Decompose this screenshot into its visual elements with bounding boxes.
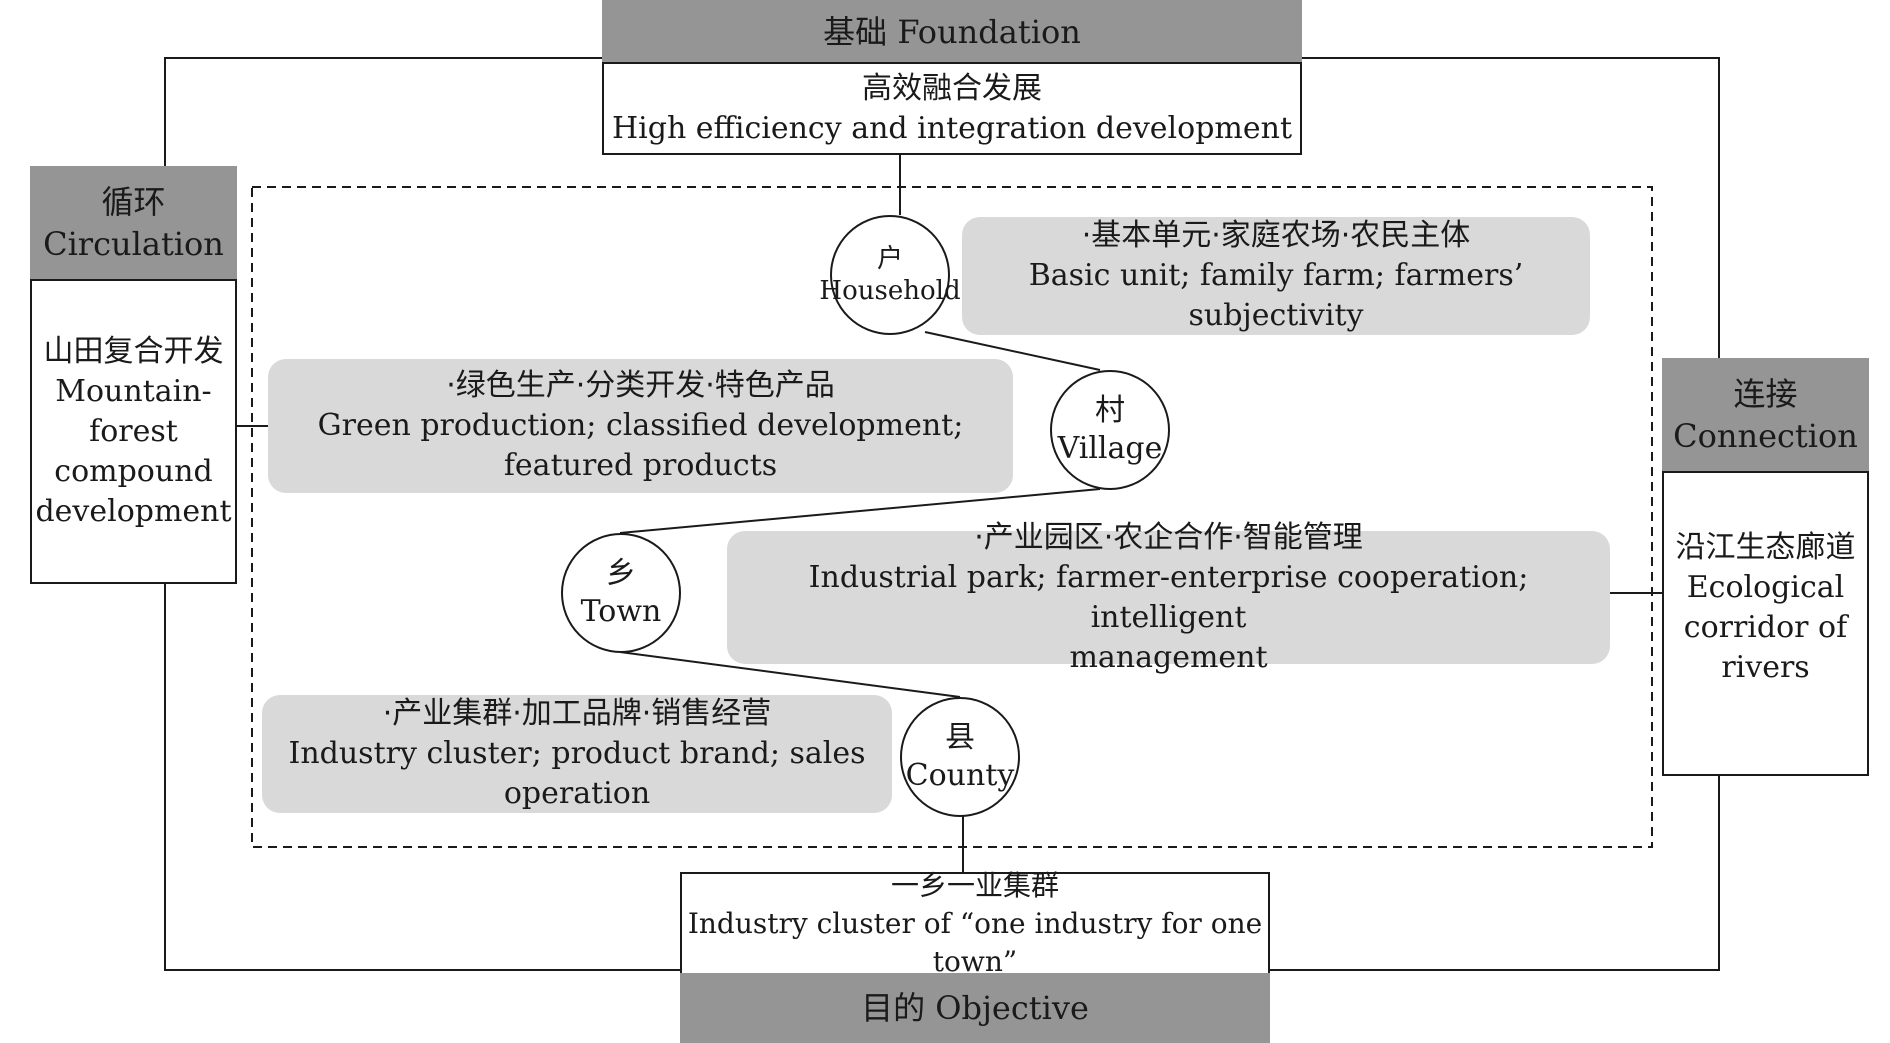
town-description: ·产业园区·农企合作·智能管理 Industrial park; farmer-… xyxy=(727,520,1610,675)
foundation-zh: 高效融合发展 xyxy=(862,70,1042,106)
town-node-zh: 乡 xyxy=(606,556,636,591)
connection-zh: 沿江生态廊道 xyxy=(1675,530,1856,565)
circulation-en-line: forest xyxy=(89,413,178,449)
objective-header: 目的 Objective xyxy=(680,973,1270,1043)
household-village-connector xyxy=(924,331,1101,371)
connection-en-line: Ecological xyxy=(1686,570,1845,605)
town-description-zh: ·产业园区·农企合作·智能管理 xyxy=(974,519,1363,555)
circulation-zh: 山田复合开发 xyxy=(43,333,224,369)
objective-header-label: 目的 Objective xyxy=(861,989,1089,1027)
foundation-header: 基础 Foundation xyxy=(602,0,1302,63)
circulation-header-en: Circulation xyxy=(43,225,224,263)
objective-box: 一乡一业集群 Industry cluster of “one industry… xyxy=(680,869,1270,978)
village-node: 村 Village xyxy=(1050,370,1170,490)
town-node: 乡 Town xyxy=(561,533,681,653)
village-town-connector xyxy=(619,488,1101,534)
circulation-en-line: compound xyxy=(54,453,213,489)
town-county-connector xyxy=(619,651,961,698)
connection-en-line: corridor of xyxy=(1683,610,1848,645)
village-description: ·绿色生产·分类开发·特色产品 Green production; classi… xyxy=(268,359,1013,493)
circulation-box: 山田复合开发 Mountain- forest compound develop… xyxy=(30,279,237,584)
connection-header-en: Connection xyxy=(1673,417,1858,455)
household-node-zh: 户 xyxy=(876,244,903,274)
circulation-en-line: Mountain- xyxy=(55,373,212,409)
foundation-header-label: 基础 Foundation xyxy=(823,12,1081,51)
foundation-box: 高效融合发展 High efficiency and integration d… xyxy=(602,62,1302,155)
household-node-en: Household xyxy=(819,276,961,306)
connection-header-zh: 连接 xyxy=(1733,375,1798,413)
objective-zh: 一乡一业集群 xyxy=(890,868,1059,902)
household-node: 户 Household xyxy=(819,215,961,335)
town-description-en: management xyxy=(1069,639,1268,675)
village-node-en: Village xyxy=(1057,431,1163,466)
circulation-header-zh: 循环 xyxy=(101,183,166,221)
household-description-zh: ·基本单元·家庭农场·农民主体 xyxy=(1081,218,1471,253)
village-description-en: featured products xyxy=(503,448,778,483)
connection-header: 连接 Connection xyxy=(1662,358,1869,472)
objective-en: Industry cluster of “one industry for on… xyxy=(687,906,1263,978)
county-node-zh: 县 xyxy=(945,720,975,755)
household-description-en: Basic unit; family farm; farmers’ subjec… xyxy=(1028,258,1524,333)
town-description-en: Industrial park; farmer-enterprise coope… xyxy=(808,559,1529,635)
village-description-en: Green production; classified development… xyxy=(317,408,964,443)
county-node: 县 County xyxy=(900,697,1020,817)
circulation-en-line: development xyxy=(35,493,232,529)
foundation-en: High efficiency and integration developm… xyxy=(611,110,1292,146)
county-description: ·产业集群·加工品牌·销售经营 Industry cluster; produc… xyxy=(262,695,892,813)
county-node-en: County xyxy=(905,758,1015,793)
county-description-en: Industry cluster; product brand; sales o… xyxy=(288,736,866,811)
village-description-zh: ·绿色生产·分类开发·特色产品 xyxy=(446,368,835,403)
connection-box: 沿江生态廊道 Ecological corridor of rivers xyxy=(1662,471,1869,776)
outer-frame xyxy=(164,57,1720,971)
village-node-zh: 村 xyxy=(1095,393,1125,428)
town-node-en: Town xyxy=(580,594,662,629)
dashed-frame xyxy=(251,186,1653,848)
circulation-header: 循环 Circulation xyxy=(30,166,237,280)
county-description-zh: ·产业集群·加工品牌·销售经营 xyxy=(382,696,772,731)
connection-en-line: rivers xyxy=(1721,650,1810,685)
household-description: ·基本单元·家庭农场·农民主体 Basic unit; family farm;… xyxy=(962,217,1590,335)
